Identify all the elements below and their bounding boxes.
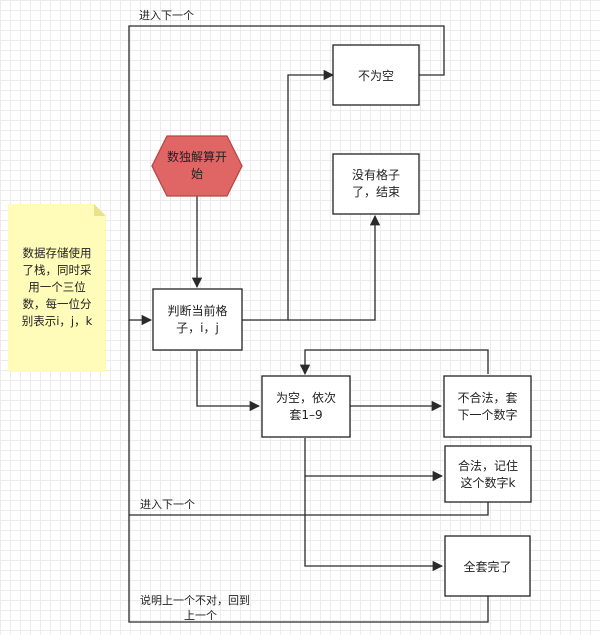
- no-cells-node: 没有格子 了，结束: [332, 153, 420, 215]
- edge-judge-to-not-empty: [242, 69, 335, 321]
- edge-label-back-line1: 说明上一个不对，回到: [140, 593, 250, 607]
- empty-label-line1: 为空，依次: [276, 390, 336, 405]
- legal-label-line2: 这个数字k: [461, 475, 516, 490]
- edge-illegal-back-to-empty: [299, 349, 489, 376]
- edge-empty-to-all-done: [304, 476, 444, 572]
- edge-judge-to-empty: [196, 351, 261, 412]
- note-line3: 用一个三位: [28, 280, 86, 294]
- all-done-node: 全套完了: [444, 535, 531, 597]
- legal-label-line1: 合法，记住: [458, 458, 518, 473]
- judge-label-line2: 子，i，j: [176, 321, 219, 335]
- no-cells-label-line1: 没有格子: [352, 167, 400, 182]
- edge-label-next-mid: 进入下一个: [140, 498, 195, 511]
- start-node: 数独解算开 始: [151, 135, 243, 197]
- illegal-node: 不合法，套 下一个数字: [443, 375, 532, 438]
- start-label-line2: 始: [191, 167, 203, 181]
- empty-node: 为空，依次 套1–9: [261, 375, 351, 438]
- edge-label-next-top: 进入下一个: [139, 9, 194, 22]
- no-cells-label-line2: 了，结束: [352, 185, 400, 199]
- note-line4: 数，每一位分: [23, 297, 92, 311]
- edge-label-back-line2: 上一个: [184, 609, 217, 622]
- all-done-label: 全套完了: [463, 559, 511, 574]
- edge-all-done-back-loop: [128, 320, 489, 623]
- judge-node: 判断当前格 子，i，j: [152, 288, 243, 351]
- not-empty-label: 不为空: [358, 69, 394, 83]
- not-empty-node: 不为空: [332, 44, 420, 106]
- storage-note: 数据存储使用 了栈，同时采 用一个三位 数，每一位分 别表示i，j，k: [8, 204, 106, 372]
- illegal-label-line2: 下一个数字: [457, 407, 517, 422]
- edge-legal-next-loop: [129, 502, 489, 516]
- edge-empty-to-legal: [304, 438, 444, 482]
- legal-node: 合法，记住 这个数字k: [444, 445, 532, 503]
- edge-judge-to-no-cells: [288, 214, 381, 321]
- start-label-line1: 数独解算开: [167, 149, 227, 164]
- note-line2: 了栈，同时采: [23, 263, 92, 277]
- edge-next-top-loop: [128, 25, 445, 326]
- note-line5: 别表示i，j，k: [22, 314, 93, 328]
- illegal-label-line1: 不合法，套: [457, 390, 517, 405]
- judge-label-line1: 判断当前格: [167, 303, 227, 318]
- note-line1: 数据存储使用: [23, 246, 92, 260]
- empty-label-line2: 套1–9: [289, 408, 322, 422]
